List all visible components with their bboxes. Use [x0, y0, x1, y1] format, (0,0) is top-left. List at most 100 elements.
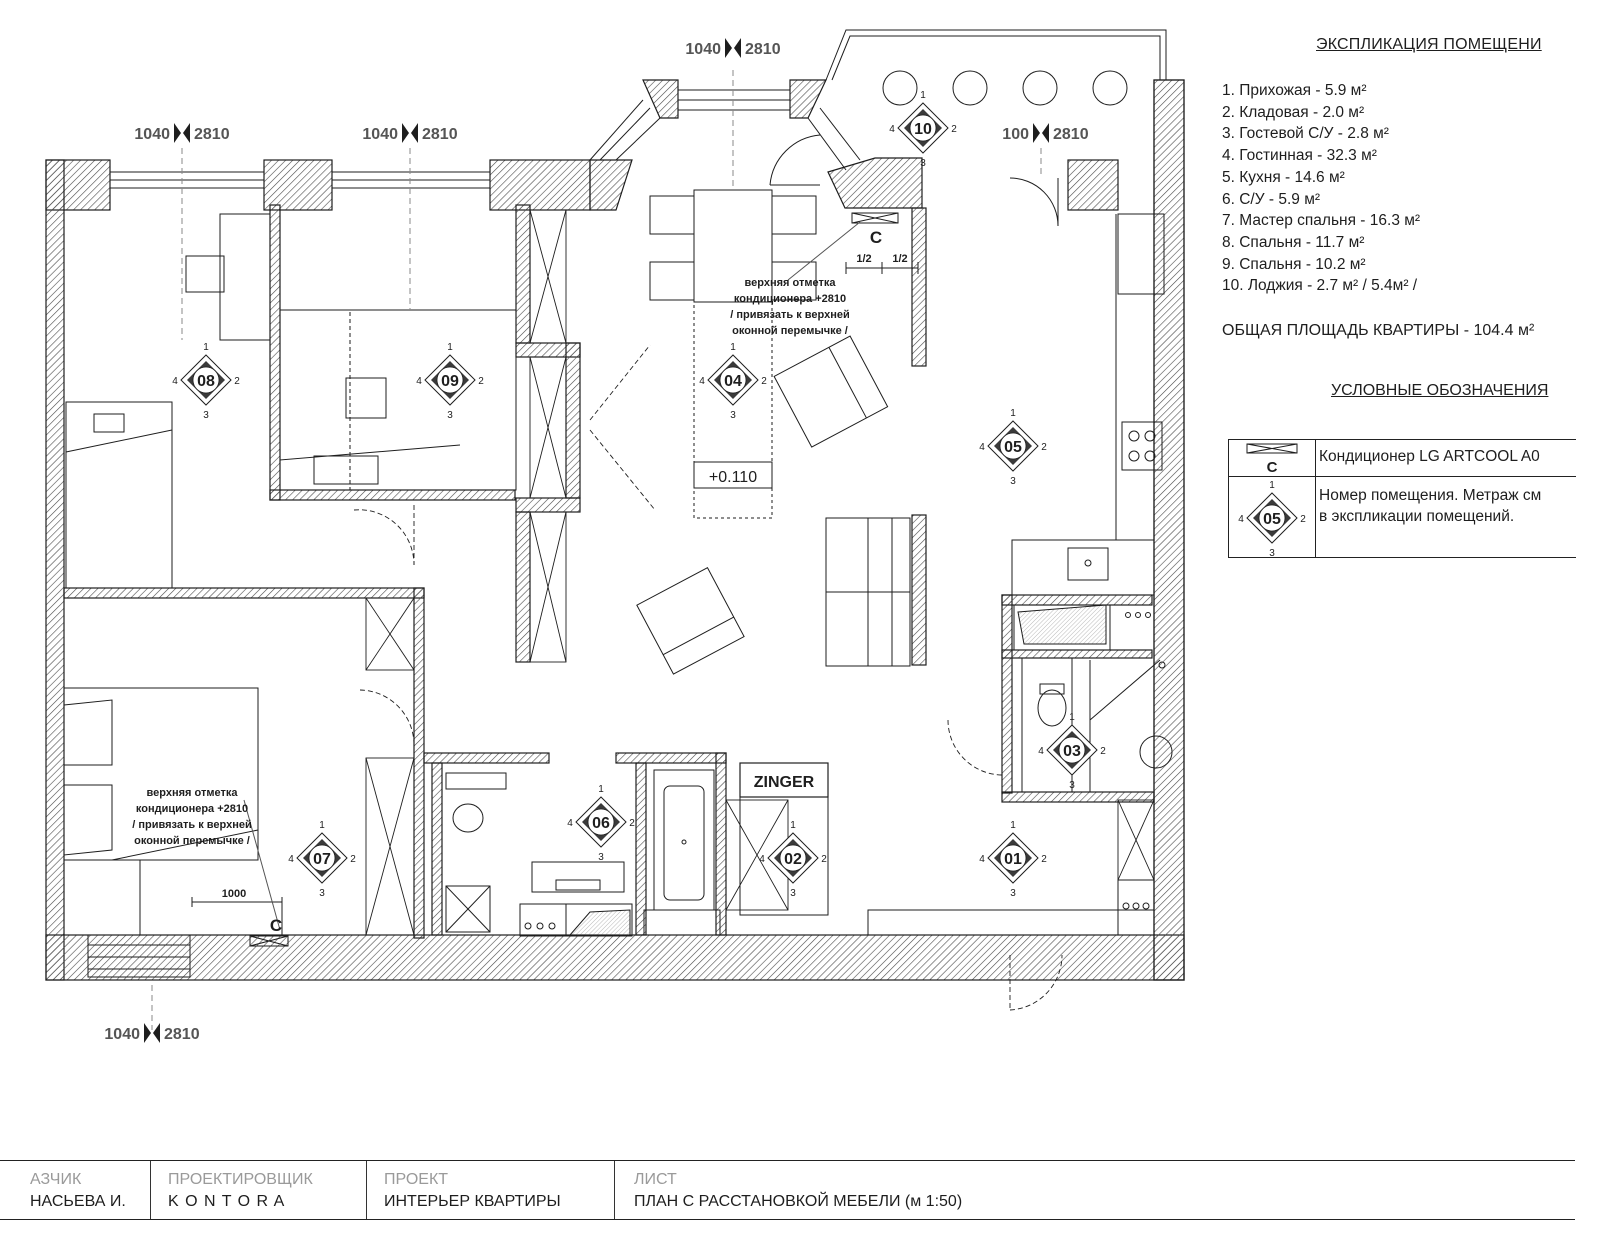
window-mark-right: 2810 [194, 126, 230, 143]
room-number: 05 [1263, 511, 1281, 528]
ac-note-line-1: верхняя отметка [745, 277, 837, 289]
door-swings [353, 344, 1063, 1011]
marker-side-label: 2 [629, 818, 635, 829]
room-number: 03 [1063, 743, 1081, 760]
sliding-doors [365, 209, 1155, 936]
room-entry: 4. Гостинная - 32.3 м² [1222, 147, 1377, 165]
ac-note-2-line-4: оконной перемычке / [134, 835, 250, 847]
room-number: 09 [441, 373, 459, 390]
marker-side-label: 2 [761, 376, 767, 387]
ac-note-line-3: / привязать к верхней [730, 309, 849, 321]
marker-side-label: 1 [447, 342, 453, 353]
room-entry: 8. Спальня - 11.7 м² [1222, 233, 1365, 251]
marker-side-label: 4 [416, 376, 422, 387]
marker-side-label: 1 [203, 342, 209, 353]
room-number: 06 [592, 815, 610, 832]
explication-list: 1. Прихожая - 5.9 м² 2. Кладовая - 2.0 м… [1222, 80, 1420, 297]
marker-side-label: 3 [1069, 780, 1075, 791]
window-mark: 1040 2810 [362, 123, 458, 143]
ac-note-2-line-3: / привязать к верхней [132, 819, 251, 831]
marker-side-label: 1 [598, 784, 604, 795]
ac-unit-icon: C [1246, 443, 1298, 476]
window-mark-right: 2810 [422, 126, 458, 143]
room-entry: 7. Мастер спальня - 16.3 м² [1222, 212, 1421, 230]
marker-side-label: 2 [234, 376, 240, 387]
marker-side-label: 1 [1010, 820, 1016, 831]
marker-side-label: 3 [319, 888, 325, 899]
marker-side-label: 3 [730, 410, 736, 421]
explication-title: ЭКСПЛИКАЦИЯ ПОМЕЩЕНИ [1316, 36, 1542, 53]
marker-side-label: 3 [1269, 548, 1275, 557]
marker-side-label: 3 [1010, 476, 1016, 487]
symbol-cell: C [1229, 440, 1316, 476]
marker-side-label: 2 [821, 854, 827, 865]
marker-side-label: 3 [598, 852, 604, 863]
window-mark-left: 1040 [104, 1026, 140, 1043]
room-number: 04 [724, 373, 742, 390]
window-mark-left: 100 [1002, 126, 1029, 143]
room-entry: 5. Кухня - 14.6 м² [1222, 168, 1345, 186]
marker-side-label: 4 [1038, 746, 1044, 757]
plan-annotations: верхняя отметка кондиционера +2810 / при… [132, 228, 907, 935]
half-dim-2: 1/2 [892, 253, 907, 265]
tb-value: НАСЬЕВА И. [30, 1193, 126, 1210]
ac-code-living: C [870, 228, 882, 247]
ac-note-line-4: оконной перемычке / [732, 325, 848, 337]
marker-side-label: 1 [319, 820, 325, 831]
ac-note-2-line-2: кондиционера +2810 [136, 803, 248, 815]
room-entry: 1. Прихожая - 5.9 м² [1222, 82, 1367, 99]
symbols-title: УСЛОВНЫЕ ОБОЗНАЧЕНИЯ [1331, 382, 1549, 399]
marker-side-label: 4 [699, 376, 705, 387]
marker-side-label: 1 [1269, 480, 1275, 491]
window-mark: 1040 2810 [685, 38, 781, 58]
loggia [825, 29, 1167, 227]
tb-sheet: ЛИСТ ПЛАН С РАССТАНОВКОЙ МЕБЕЛИ (м 1:50) [614, 1161, 1574, 1219]
marker-side-label: 2 [1041, 854, 1047, 865]
room-entry: 9. Спальня - 10.2 м² [1222, 255, 1366, 273]
tb-value: ИНТЕРЬЕР КВАРТИРЫ [384, 1193, 561, 1210]
marker-side-label: 2 [1300, 514, 1306, 525]
window-mark-left: 1040 [134, 126, 170, 143]
marker-side-label: 2 [350, 854, 356, 865]
window-mark-left: 1040 [362, 126, 398, 143]
window-mark-right: 2810 [164, 1026, 200, 1043]
zinger-label: ZINGER [754, 774, 815, 791]
tb-head: ПРОЕКТ [384, 1171, 449, 1188]
ac-code-symbol: C [1267, 459, 1278, 476]
window-mark: 1040 2810 [104, 1023, 200, 1043]
marker-side-label: 3 [1010, 888, 1016, 899]
dim-1000: 1000 [222, 888, 246, 900]
interior-walls [63, 204, 1155, 939]
window-mark-left: 1040 [685, 41, 721, 58]
tb-head: АЗЧИК [30, 1171, 82, 1188]
window-mark-right: 2810 [745, 41, 781, 58]
marker-side-label: 4 [288, 854, 294, 865]
marker-side-label: 4 [979, 854, 985, 865]
tb-project: ПРОЕКТ ИНТЕРЬЕР КВАРТИРЫ [366, 1161, 615, 1219]
marker-side-label: 2 [1041, 442, 1047, 453]
marker-side-label: 3 [790, 888, 796, 899]
symbol-row-ac: C Кондиционер LG ARTCOOL A0 [1229, 440, 1600, 477]
furniture [63, 70, 1173, 1030]
room-entry: 2. Кладовая - 2.0 м² [1222, 103, 1365, 121]
tb-head: ЛИСТ [634, 1171, 677, 1188]
ac-note-2-line-1: верхняя отметка [147, 787, 239, 799]
marker-side-label: 1 [790, 820, 796, 831]
marker-side-label: 1 [920, 90, 926, 101]
tb-head: ПРОЕКТИРОВЩИК [168, 1171, 313, 1188]
room-entry: 6. С/У - 5.9 м² [1222, 190, 1321, 208]
room-number: 02 [784, 851, 802, 868]
